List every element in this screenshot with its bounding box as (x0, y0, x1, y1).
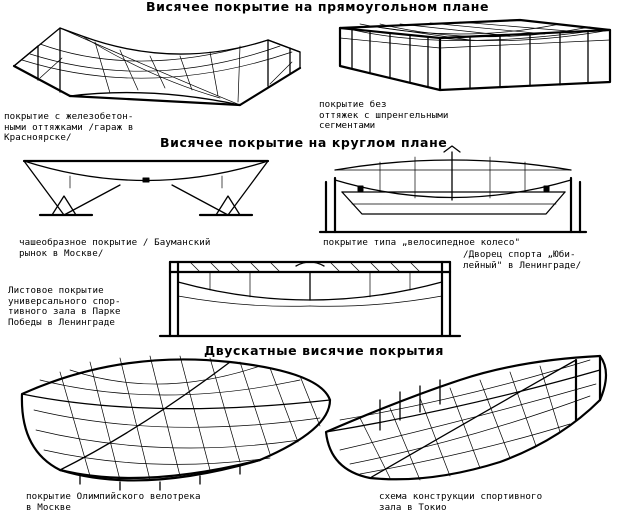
caption-no-guys: покрытие без оттяжек с шпренгельными сег… (319, 99, 449, 131)
no-guys-roof-drawing (338, 18, 612, 92)
sheet-roof-section (158, 260, 462, 338)
caption-bowl: чашеобразное покрытие / Бауманский рынок… (19, 237, 211, 259)
tokyo-roof-drawing (324, 354, 608, 481)
caption-bicycle-wheel: покрытие типа „велосипедное колесо" (323, 237, 521, 248)
circular-plan-title: Висячее покрытие на круглом плане (160, 135, 448, 150)
caption-sheet-roof: Листовое покрытие универсального спор- т… (8, 285, 121, 328)
caption-velodrome: покрытие Олимпийского велотрека в Москве (26, 491, 201, 513)
bicycle-wheel-roof-section (318, 145, 588, 234)
caption-tokyo: схема конструкции спортивного зала в Ток… (379, 491, 543, 513)
caption-garage: покрытие с железобетон- ными оттяжками /… (4, 111, 134, 143)
double-slope-title: Двускатные висячие покрытия (204, 343, 444, 358)
bowl-roof-section (22, 159, 270, 217)
rectangular-plan-title: Висячее покрытие на прямоугольном плане (146, 0, 490, 14)
caption-jubilee: /Дворец спорта „Юби- лейный" в Ленинград… (463, 249, 582, 271)
velodrome-roof-drawing (20, 355, 332, 491)
garage-roof-drawing (12, 27, 302, 107)
